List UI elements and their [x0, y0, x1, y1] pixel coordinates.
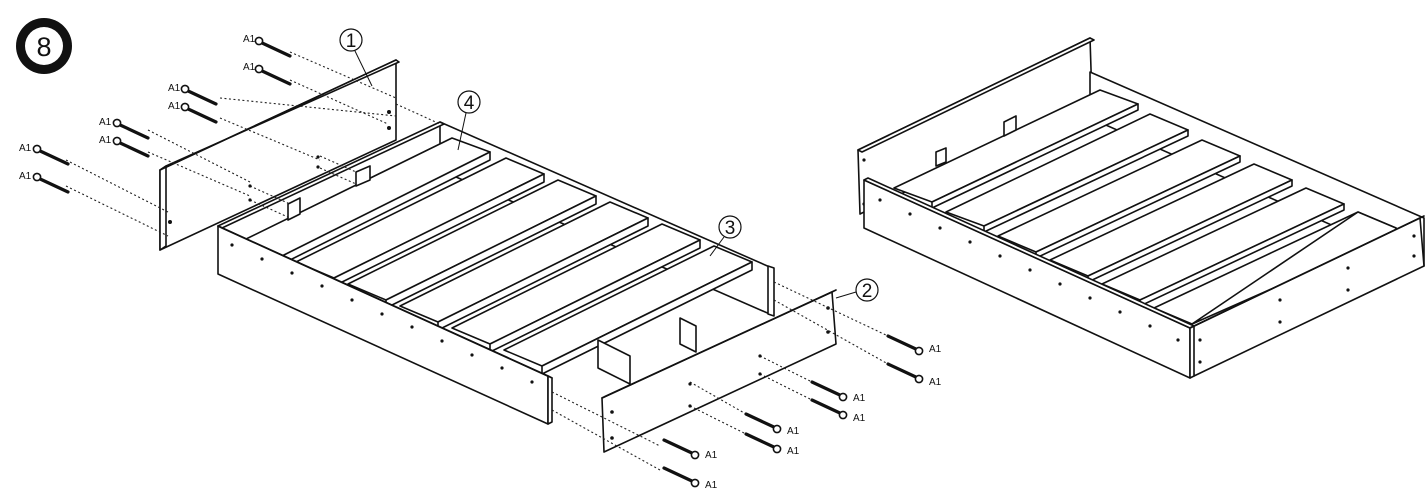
screw-icon: A1: [243, 62, 292, 86]
assembled-bed-view: [857, 37, 1425, 379]
screw-icon: A1: [662, 438, 718, 461]
guide-lines-head: [65, 51, 441, 237]
screw-icon: A1: [243, 34, 292, 58]
svg-text:A1: A1: [853, 393, 866, 404]
screw-icon: A1: [744, 412, 800, 437]
screw-icon: A1: [99, 117, 150, 140]
svg-text:A1: A1: [168, 83, 181, 94]
svg-text:2: 2: [862, 281, 873, 302]
exploded-bed-view: 1 4 3 2 A1 A1: [19, 28, 942, 491]
svg-text:A1: A1: [19, 143, 32, 154]
svg-text:A1: A1: [929, 344, 942, 355]
screws-head-side: A1 A1 A1 A1 A1: [19, 34, 292, 194]
screw-icon: A1: [886, 334, 942, 356]
svg-text:A1: A1: [705, 480, 718, 491]
svg-text:3: 3: [725, 218, 736, 239]
screws-foot-side: A1 A1 A1 A1 A1: [662, 334, 942, 491]
svg-text:4: 4: [464, 93, 475, 114]
front-side-rail: [217, 225, 553, 425]
svg-text:1: 1: [346, 31, 357, 52]
callout-part-2: 2: [835, 278, 879, 302]
screw-icon: A1: [99, 135, 150, 158]
guide-holes: [248, 155, 762, 408]
step-number: 8: [36, 32, 51, 62]
assembled-holes: [878, 198, 1416, 364]
screw-icon: A1: [168, 83, 218, 106]
screw-icon: A1: [168, 101, 218, 124]
footboard-panel: [601, 289, 837, 453]
svg-text:A1: A1: [243, 34, 256, 45]
screw-icon: A1: [744, 432, 800, 457]
screw-icon: A1: [810, 380, 866, 404]
center-beam: [287, 165, 697, 385]
svg-text:A1: A1: [19, 171, 32, 182]
screw-icon: A1: [19, 143, 70, 166]
svg-text:A1: A1: [99, 117, 112, 128]
screw-icon: A1: [886, 362, 942, 388]
svg-text:A1: A1: [705, 450, 718, 461]
svg-text:A1: A1: [243, 62, 256, 73]
svg-text:A1: A1: [929, 377, 942, 388]
svg-text:A1: A1: [787, 446, 800, 457]
step-badge: 8: [16, 18, 72, 74]
headboard-panel: [159, 59, 400, 251]
back-rail-end: [767, 265, 775, 317]
svg-text:A1: A1: [853, 413, 866, 424]
screw-icon: A1: [662, 466, 718, 491]
callout-part-1: 1: [339, 28, 373, 87]
svg-text:A1: A1: [168, 101, 181, 112]
svg-text:A1: A1: [99, 135, 112, 146]
assembled-slats: [893, 89, 1397, 325]
svg-text:A1: A1: [787, 426, 800, 437]
screw-icon: A1: [810, 398, 866, 424]
screw-icon: A1: [19, 171, 70, 194]
callout-part-3: 3: [709, 215, 742, 257]
guide-lines-foot: [551, 281, 889, 471]
callout-part-4: 4: [457, 90, 481, 151]
slats: [243, 137, 753, 375]
